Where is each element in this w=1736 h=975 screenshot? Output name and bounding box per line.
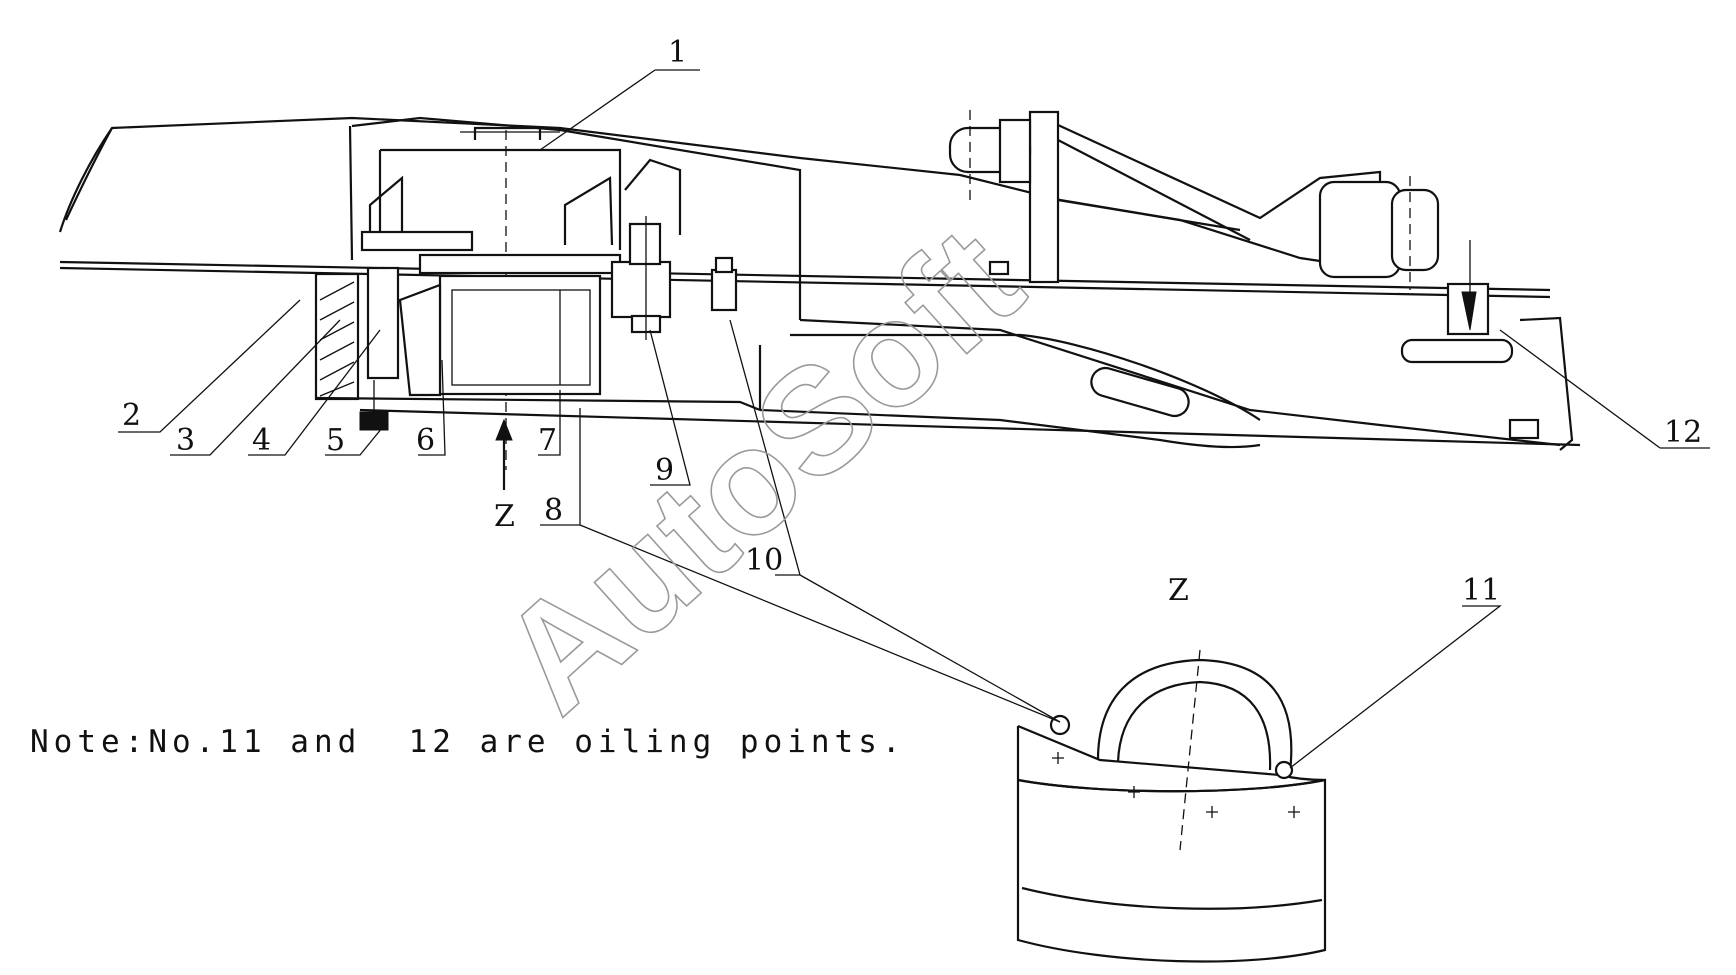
callout-12: 12 [1664,415,1702,450]
callout-2: 2 [122,398,141,433]
detail-view-label: Z [1168,573,1189,608]
boom-assembly [58,110,1581,470]
bolt-block-9 [610,260,672,319]
view-arrow-label: Z [494,499,515,534]
leader-lines [118,69,1710,769]
cross-member [438,274,602,396]
callout-5: 5 [326,423,345,458]
shoe-plate [1016,726,1327,963]
cylinder-mount [1028,110,1060,284]
callout-6: 6 [416,423,435,458]
grease-fitting-5 [359,411,389,431]
cylinder-head-right [1318,180,1402,279]
oiling-note: Note:No.11 and 12 are oiling points. [30,724,906,760]
callout-3: 3 [176,423,195,458]
hatched-block [314,272,360,401]
detail-view-z [1016,649,1327,963]
callout-9: 9 [655,453,674,488]
callout-7: 7 [538,423,557,458]
callout-11: 11 [1462,573,1500,608]
callout-1: 1 [668,35,687,70]
callout-8: 8 [544,493,563,528]
callout-4: 4 [252,423,271,458]
callout-10: 10 [745,543,783,578]
grease-nipple-right [1274,760,1294,780]
